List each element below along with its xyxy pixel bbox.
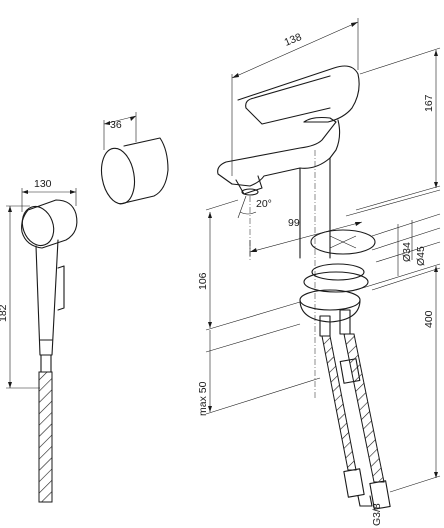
- label-hand-shower-length: 182: [0, 304, 9, 322]
- label-spray-angle: 20°: [256, 198, 272, 210]
- label-handle-width: 36: [110, 119, 122, 131]
- label-height-outlet: 106: [197, 272, 209, 290]
- dimension-hose-length: [355, 263, 441, 493]
- mounting-washer: [303, 263, 369, 293]
- dimension-hand-shower-length: [6, 205, 40, 389]
- supply-hoses: [319, 309, 391, 510]
- label-spout-length: 138: [283, 31, 304, 49]
- faucet-body: [217, 65, 360, 400]
- hand-shower: [21, 199, 78, 503]
- handle-cap: [100, 137, 169, 205]
- dimension-head-width: [21, 188, 77, 212]
- label-hole-diameter: Ø34: [401, 242, 413, 262]
- dimension-diameters: [371, 213, 441, 291]
- label-connection-thread: G3/8: [371, 503, 383, 526]
- label-deck-thickness: max 50: [197, 381, 209, 416]
- dimension-spout-length: [231, 18, 359, 176]
- label-hose-length: 400: [423, 310, 435, 328]
- dimension-deck-thickness: [205, 323, 321, 415]
- spray-angle: [237, 195, 257, 219]
- label-base-diameter: Ø45: [415, 246, 427, 266]
- dimension-height-spout: [355, 47, 441, 211]
- dimension-handle-width: [103, 112, 137, 150]
- dimension-height-outlet: [205, 199, 301, 331]
- label-reach: 99: [288, 217, 300, 229]
- label-head-width: 130: [34, 178, 52, 190]
- mounting-hole: [310, 229, 376, 255]
- label-height-spout: 167: [423, 94, 435, 112]
- dimension-reach: [249, 189, 441, 256]
